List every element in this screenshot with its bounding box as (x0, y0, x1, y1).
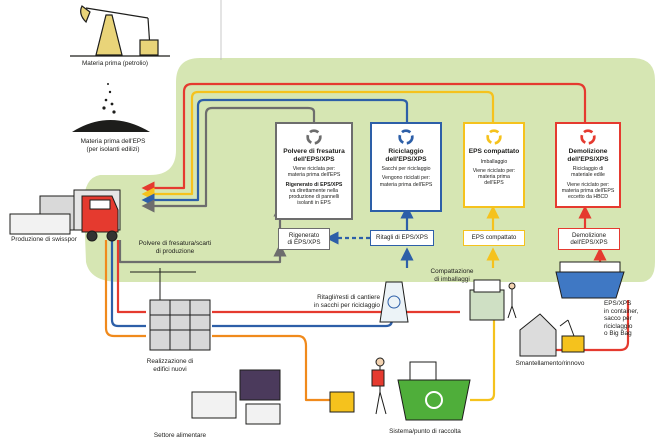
truck-icon (9, 189, 121, 242)
box-subtitle: Riciclaggio di materiale edile (571, 166, 605, 179)
container-icon (555, 261, 625, 299)
box-body-text: va direttamente nella produzione di pann… (288, 187, 340, 207)
dismantling-label: Smantellamento/rinnovo (515, 360, 585, 367)
collection-bin-icon (397, 361, 471, 421)
recycle-icon-yellow (486, 129, 502, 145)
oil-pump-icon (70, 5, 170, 57)
recycle-icon-blue (398, 129, 414, 145)
new-buildings-label: Realizzazione di edifici nuovi (146, 358, 194, 373)
box-subtitle: Viene riciclata per: materia prima dell'… (287, 166, 341, 179)
box-title: EPS compattato (468, 148, 520, 155)
small-box-scraps: Ritagli di EPS/XPS (370, 230, 434, 246)
flow-lines (104, 82, 630, 402)
raw-material-label: Materia prima (petrolio) (81, 60, 149, 67)
box-recycling: Riciclaggio dell'EPS/XPS Sacchi per rici… (370, 122, 442, 212)
recycle-icon-gray (306, 129, 322, 145)
recycle-icon-red (580, 129, 596, 145)
small-box-regenerated: Rigenerato di EPS/XPS (278, 228, 330, 250)
production-label: Produzione di swisspor (11, 236, 77, 243)
food-sector-label: Settore alimentare (153, 432, 207, 439)
building-icon (130, 268, 211, 351)
green-area (83, 58, 656, 282)
recycling-bag-icon (379, 281, 409, 323)
box-body: Viene riciclato per: materia prima dell'… (472, 167, 516, 187)
packaging-compaction-label: Compattazione di imballaggi (430, 268, 474, 283)
box-compacted: EPS compattato Imballaggio Viene ricicla… (463, 122, 525, 208)
eps-granules-icon (72, 83, 150, 132)
box-body: Vengono riciclati per: materia prima del… (379, 175, 433, 188)
demolition-icon (519, 313, 585, 357)
box-body-bold: Rigenerato di EPS/XPS (285, 181, 343, 188)
box-title: Riciclaggio dell'EPS/XPS (385, 148, 427, 163)
box-body: Viene riciclato per: materia prima dell'… (561, 181, 615, 200)
box-body: Rigenerato di EPS/XPS va direttamente ne… (277, 182, 351, 207)
box-title: Polvere di fresatura dell'EPS/XPS (283, 148, 345, 163)
box-demolition: Demolizione dell'EPS/XPS Riciclaggio di … (555, 122, 621, 208)
person-icon (329, 357, 387, 415)
small-box-demolition: Demolizione dell'EPS/XPS (558, 228, 620, 250)
raw-eps-label: Materia prima dell'EPS (per isolanti edi… (80, 138, 146, 153)
food-sector-icon (191, 369, 281, 425)
collection-point-label: Sistema/punto di raccolta (389, 428, 461, 435)
site-scraps-label: Ritagli/resti di cantiere in sacchi per … (313, 294, 380, 309)
milling-dust-label: Polvere di fresatura/scarti di produzion… (138, 240, 212, 255)
small-box-compacted: EPS compattato (463, 230, 525, 246)
container-note-label: EPS/XPS in container, sacco per riciclag… (604, 300, 639, 338)
compaction-icon (469, 279, 517, 321)
box-title: Demolizione dell'EPS/XPS (567, 148, 609, 163)
box-milling-dust: Polvere di fresatura dell'EPS/XPS Viene … (275, 122, 353, 220)
box-subtitle: Sacchi per riciclaggio (381, 166, 431, 173)
box-subtitle: Imballaggio (480, 158, 508, 165)
